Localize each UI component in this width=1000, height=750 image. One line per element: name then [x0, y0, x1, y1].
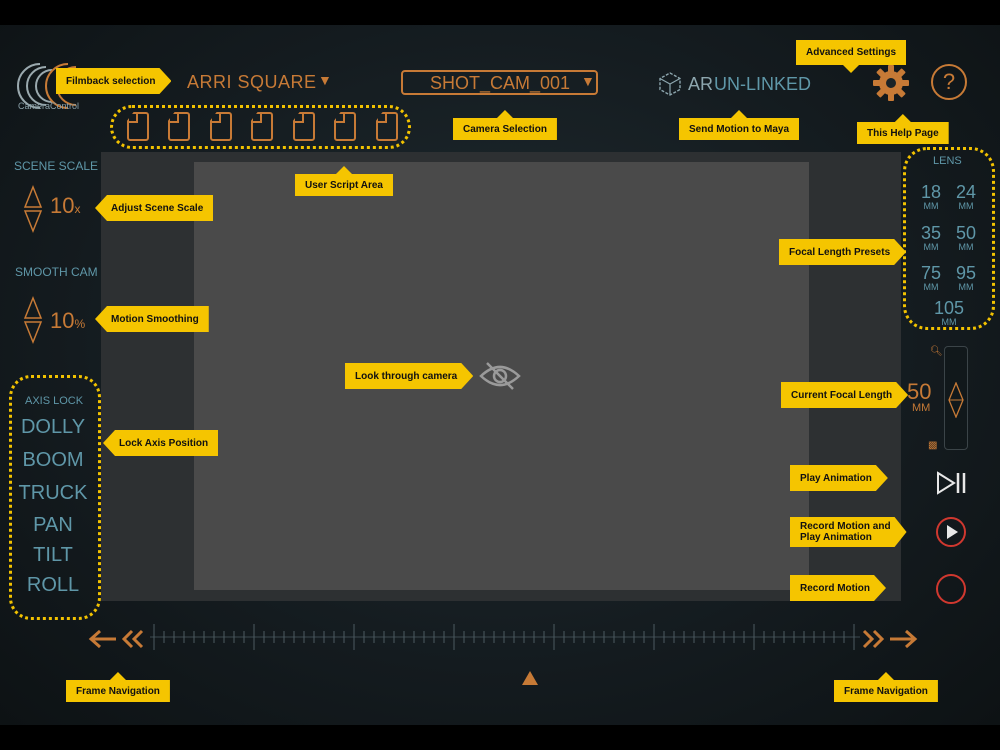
script-slot-icon[interactable]: [293, 112, 315, 141]
callout-record-play-line2: Play Animation: [800, 532, 872, 543]
camera-control-logo: [17, 63, 77, 109]
callout-play: Play Animation: [790, 465, 888, 491]
zoom-out-icon: ▩: [928, 440, 938, 451]
callout-filmback: Filmback selection: [56, 68, 171, 94]
callout-record: Record Motion: [790, 575, 886, 601]
script-slot-icon[interactable]: [168, 112, 190, 141]
filmback-dropdown-icon[interactable]: ▼: [318, 72, 332, 88]
smooth-cam-value: 10%: [50, 308, 86, 333]
callout-smoothing: Motion Smoothing: [95, 306, 209, 332]
axis-lock-pan[interactable]: PAN: [33, 514, 73, 536]
axis-lock-boom[interactable]: BOOM: [22, 449, 84, 471]
script-slot-icon[interactable]: [334, 112, 356, 141]
callout-current-focal: Current Focal Length: [781, 382, 908, 408]
smooth-cam-stepper[interactable]: [23, 295, 43, 345]
axis-lock-tilt[interactable]: TILT: [33, 544, 73, 566]
lens-presets-group: [903, 147, 995, 330]
callout-look-through: Look through camera: [345, 363, 473, 389]
help-icon[interactable]: ?: [931, 64, 967, 100]
play-pause-icon[interactable]: [935, 470, 967, 496]
callout-record-play: Record Motion and Play Animation: [790, 517, 907, 547]
scene-scale-stepper[interactable]: [23, 184, 43, 234]
rewind-icon[interactable]: [88, 628, 146, 650]
callout-focal-presets: Focal Length Presets: [779, 239, 906, 265]
record-play-icon[interactable]: [935, 516, 967, 548]
record-icon[interactable]: [935, 573, 967, 605]
axis-lock-truck[interactable]: TRUCK: [18, 482, 88, 504]
ar-label[interactable]: AR: [688, 74, 714, 94]
gear-icon[interactable]: [871, 63, 911, 103]
callout-scene-scale: Adjust Scene Scale: [95, 195, 214, 221]
callout-record-play-line1: Record Motion and: [800, 521, 891, 532]
focal-length-slider[interactable]: [944, 346, 968, 450]
camera-selector[interactable]: [401, 70, 598, 95]
axis-lock-dolly[interactable]: DOLLY: [20, 416, 86, 438]
script-slot-icon[interactable]: [210, 112, 232, 141]
fast-forward-icon[interactable]: [860, 628, 918, 650]
axis-lock-group: [9, 375, 101, 620]
script-slot-icon[interactable]: [376, 112, 398, 141]
focal-slider-handle[interactable]: [948, 382, 964, 418]
scene-scale-label: SCENE SCALE: [14, 159, 99, 173]
axis-lock-roll[interactable]: ROLL: [26, 574, 80, 596]
current-focal-length: 50: [907, 379, 932, 404]
playhead-icon[interactable]: [520, 670, 540, 686]
camera-dropdown-icon: ▼: [581, 73, 595, 89]
scene-scale-value: 10x: [50, 193, 81, 218]
ar-cube-icon[interactable]: [658, 72, 682, 96]
camera-selector-label: SHOT_CAM_001: [430, 73, 571, 93]
script-slot-icon[interactable]: [251, 112, 273, 141]
current-focal-unit: MM: [912, 402, 931, 414]
lens-title: LENS: [933, 155, 962, 167]
frame-timeline[interactable]: [150, 622, 860, 652]
zoom-in-icon: 🔍︎: [930, 346, 943, 357]
axis-lock-title: AXIS LOCK: [25, 395, 84, 407]
callout-lock-axis: Lock Axis Position: [103, 430, 219, 456]
smooth-cam-label: SMOOTH CAM: [15, 265, 98, 279]
script-slot-icon[interactable]: [127, 112, 149, 141]
logo-text: CameraControl: [18, 101, 80, 111]
ar-link-status[interactable]: UN-LINKED: [714, 74, 812, 94]
user-script-area: [110, 105, 411, 149]
filmback-selector[interactable]: ARRI SQUARE: [187, 72, 317, 92]
eye-slash-icon[interactable]: [478, 360, 522, 392]
